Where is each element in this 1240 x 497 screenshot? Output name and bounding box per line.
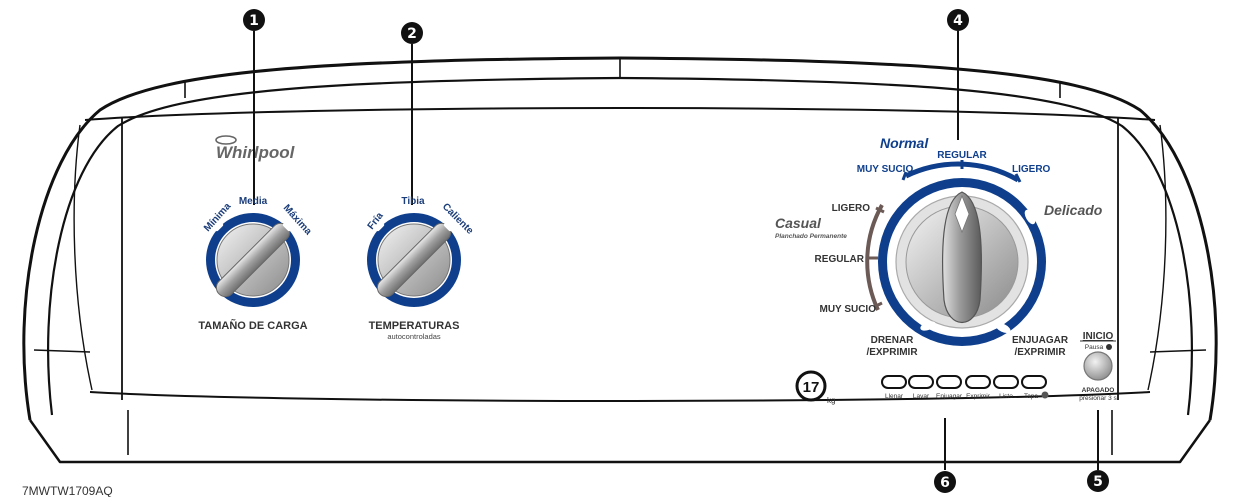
start-button-title: INICIO [1083, 331, 1114, 342]
cycle-normal-regular: REGULAR [937, 150, 987, 161]
status-label-tapa: Tapa [1024, 393, 1038, 400]
capacity-unit: kg [827, 396, 835, 405]
status-light-tapa [1021, 375, 1047, 389]
callout-6-number: 6 [940, 475, 950, 491]
tick-casual-muy-sucio [873, 301, 883, 309]
load-mark-media [243, 209, 253, 213]
status-label-lavar: Lavar [913, 393, 930, 400]
cycle-normal-ligero: LIGERO [1012, 164, 1051, 175]
start-button-pause-label: Pausa [1085, 344, 1104, 351]
callout-4: 4 [947, 9, 969, 140]
cycle-casual-muy-sucio: MUY SUCIO [820, 304, 877, 315]
cycle-group-casual: Casual [775, 215, 822, 231]
power-off-label: APAGADO [1082, 387, 1115, 394]
load-position-media: Media [239, 196, 268, 207]
cycle-drenar-line1: DRENAR [871, 335, 915, 346]
tick-normal-muy-sucio [901, 171, 908, 181]
lid-lock-icon [1041, 391, 1049, 399]
tick-normal-ligero [1014, 173, 1022, 183]
cycle-delicado: Delicado [1044, 202, 1103, 218]
brand-logo: Whirlpool [215, 135, 296, 162]
dial-mark-delicado [1024, 209, 1036, 225]
cycle-drenar-line2: /EXPRIMIR [866, 347, 918, 358]
temp-knob-sublabel: autocontroladas [387, 332, 441, 341]
temp-mark-tibia [404, 209, 414, 213]
status-label-enjuagar: Enjuagar [936, 393, 963, 400]
callout-4-number: 4 [953, 13, 963, 29]
callout-2-number: 2 [407, 26, 417, 42]
console-body [22, 56, 1218, 464]
capacity-value: 17 [803, 379, 820, 396]
cycle-normal-muy-sucio: MUY SUCIO [857, 164, 914, 175]
status-lights [881, 375, 1049, 399]
cycle-enjuagar-line2: /EXPRIMIR [1014, 347, 1066, 358]
status-light-exprimir [965, 375, 991, 389]
status-light-llenar [881, 375, 907, 389]
callout-6: 6 [934, 418, 956, 493]
status-label-llenar: Llenar [885, 393, 904, 400]
cycle-enjuagar-line1: ENJUAGAR [1012, 335, 1069, 346]
temp-position-tibia: Tibia [401, 196, 425, 207]
dial-mark-drenar [920, 321, 936, 331]
dial-mark-enjuagar [995, 323, 1011, 333]
power-off-hint: presionar 3 s [1079, 395, 1117, 402]
load-size-knob[interactable] [206, 209, 300, 307]
callout-5: 5 [1087, 410, 1109, 492]
capacity-badge: 17 kg [795, 370, 835, 405]
callout-1-number: 1 [249, 13, 259, 29]
cycle-group-normal: Normal [880, 135, 929, 151]
load-mark-maxima [282, 222, 292, 232]
cycle-dial[interactable] [865, 160, 1046, 346]
cycle-group-casual-subtitle: Planchado Permanente [775, 233, 847, 240]
cycle-casual-regular: REGULAR [815, 254, 865, 265]
start-pause-button[interactable] [1083, 351, 1113, 381]
temp-knob-label: TEMPERATURAS [369, 320, 460, 332]
cycle-casual-ligero: LIGERO [832, 203, 871, 214]
temp-mark-caliente [443, 222, 453, 232]
status-light-lavar [908, 375, 934, 389]
callout-1: 1 [243, 9, 265, 205]
callout-2: 2 [401, 22, 423, 205]
status-light-enjuagar [936, 375, 962, 389]
callout-5-number: 5 [1093, 474, 1103, 490]
temperature-knob[interactable] [367, 209, 461, 307]
temp-mark-fria [375, 222, 385, 232]
pause-indicator-icon [1106, 344, 1112, 350]
status-label-listo: Listo [999, 393, 1013, 400]
load-mark-minima [214, 222, 224, 232]
status-light-listo [993, 375, 1019, 389]
load-knob-label: TAMAÑO DE CARGA [198, 319, 307, 332]
model-number: 7MWTW1709AQ [22, 484, 113, 497]
status-label-exprimir: Exprimir [966, 393, 991, 400]
brand-name: Whirlpool [216, 143, 296, 162]
tick-casual-ligero [875, 206, 885, 214]
